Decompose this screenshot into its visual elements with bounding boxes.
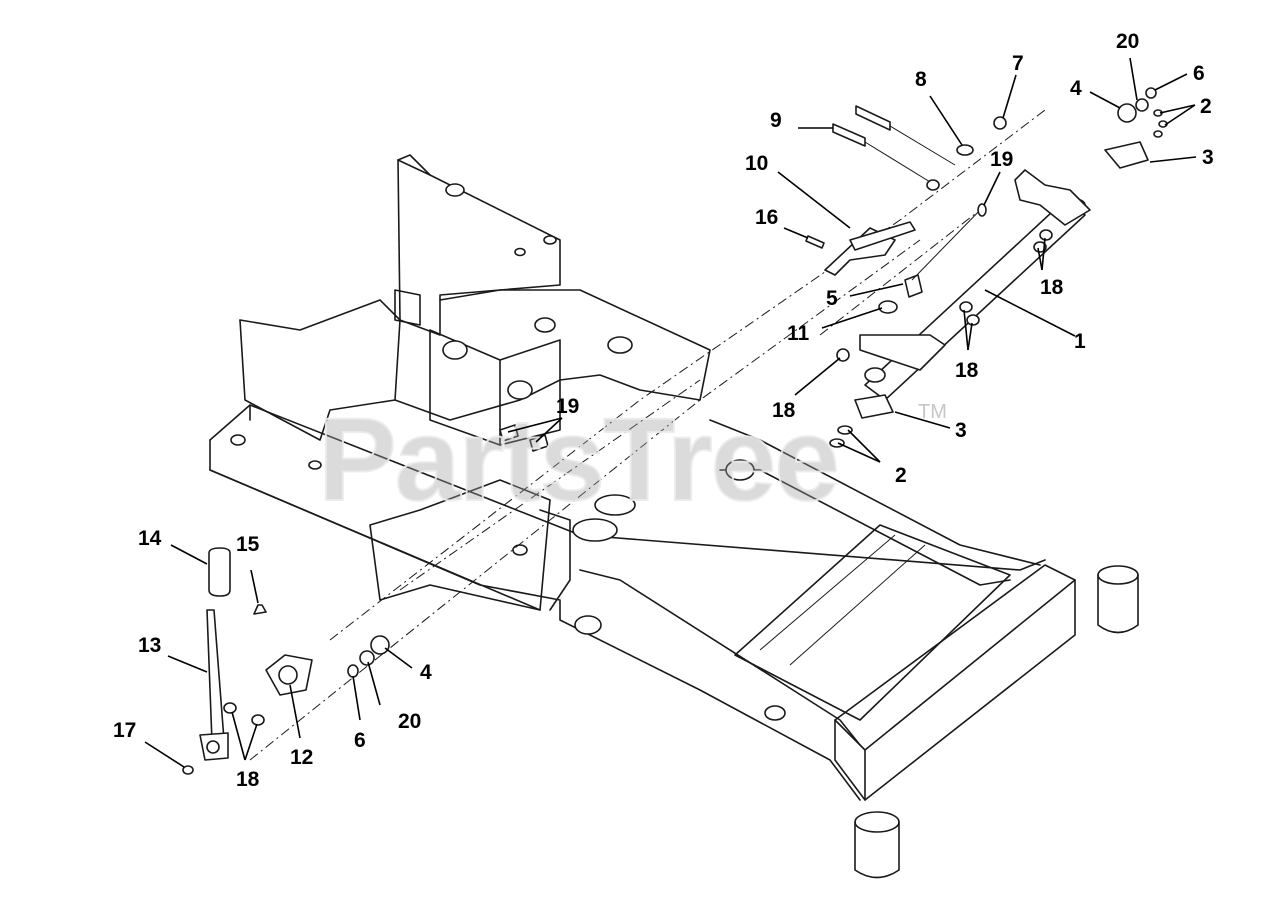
watermark-text: PartsTree: [318, 394, 838, 526]
callout-2-lower: 2: [895, 464, 907, 487]
callout-6-upper: 6: [1193, 62, 1205, 85]
main-frame: [209, 404, 1139, 879]
callout-3-upper: 3: [1202, 146, 1214, 169]
callout-15: 15: [236, 533, 260, 556]
callout-12: 12: [290, 746, 313, 769]
callout-18-lower: 18: [236, 768, 260, 791]
callout-5: 5: [826, 287, 838, 310]
callout-18-upper: 18: [1040, 276, 1064, 299]
callout-20-upper: 20: [1116, 30, 1139, 53]
callout-17: 17: [113, 719, 136, 742]
callout-13: 13: [138, 634, 161, 657]
callout-10: 10: [745, 152, 768, 175]
rear-tower: [239, 154, 711, 611]
callout-16: 16: [755, 206, 778, 229]
callout-11: 11: [787, 322, 810, 345]
leader-lines: [144, 57, 1197, 768]
watermark-trademark: TM: [918, 401, 947, 423]
watermark: PartsTree TM: [317, 393, 947, 527]
callouts: 1 2 2 3 3 4 4 5 6 6 7 8 9 10 11 12 13 14…: [113, 30, 1214, 791]
callout-1: 1: [1074, 330, 1086, 353]
callout-4-upper: 4: [1070, 77, 1082, 100]
hardware: [182, 87, 1168, 775]
callout-2-upper: 2: [1200, 95, 1212, 118]
callout-7: 7: [1012, 52, 1024, 75]
callout-18-left: 18: [772, 399, 796, 422]
callout-19-lower: 19: [556, 395, 579, 418]
callout-18-mid: 18: [955, 359, 979, 382]
callout-14: 14: [138, 527, 162, 550]
cross-shaft: [859, 169, 1091, 401]
callout-19-upper: 19: [990, 148, 1013, 171]
callout-6-lower: 6: [354, 729, 366, 752]
callout-3-lower: 3: [955, 419, 967, 442]
callout-9: 9: [770, 109, 782, 132]
callout-4-lower: 4: [420, 661, 432, 684]
alignment-lines: [249, 109, 1046, 761]
callout-20-lower: 20: [398, 710, 421, 733]
callout-8: 8: [915, 68, 927, 91]
